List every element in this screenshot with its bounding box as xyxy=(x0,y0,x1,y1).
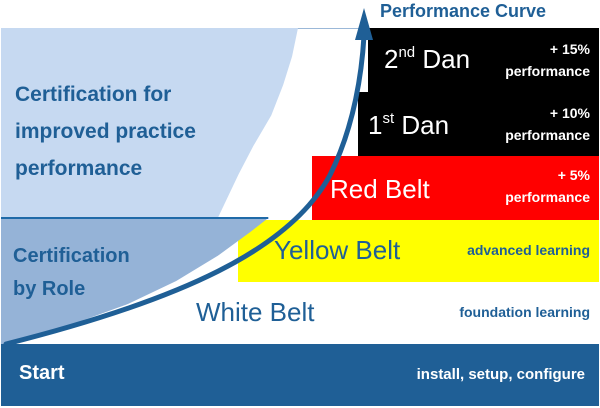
level-label-red-belt: Red Belt xyxy=(330,174,430,204)
start-label: Start xyxy=(19,362,65,384)
level-ordinal-suffix: st xyxy=(382,110,395,127)
region-practice-label: Certification for improved practice perf… xyxy=(15,83,196,180)
gain-unit: performance xyxy=(505,127,590,143)
level-band-2nd-dan: 2nd Dan + 15% performance xyxy=(368,28,599,92)
level-label-2nd-dan: 2nd Dan xyxy=(384,44,470,75)
gain-unit: performance xyxy=(505,189,590,205)
level-ordinal-suffix: nd xyxy=(398,44,416,61)
level-ordinal: 2 xyxy=(384,44,399,74)
gain-unit: performance xyxy=(505,63,590,79)
region-practice-performance: Certification for improved practice perf… xyxy=(1,28,298,218)
arrow-head-icon xyxy=(355,8,373,40)
level-label-yellow-belt: Yellow Belt xyxy=(274,235,401,265)
region-divider xyxy=(1,217,269,219)
level-note-white-belt: foundation learning xyxy=(459,304,590,320)
start-note: install, setup, configure xyxy=(416,366,585,383)
performance-curve-line xyxy=(3,33,367,347)
gain-value: + 5% xyxy=(557,167,590,183)
level-name: Dan xyxy=(422,44,471,74)
level-gain-1st-dan: + 10% performance xyxy=(505,102,590,146)
level-label-1st-dan: 1st Dan xyxy=(368,110,449,141)
level-label-white-belt: White Belt xyxy=(196,297,315,327)
level-band-red-belt: Red Belt + 5% performance xyxy=(312,156,599,220)
diagram-title: Performance Curve xyxy=(380,1,547,21)
level-gain-red-belt: + 5% performance xyxy=(505,164,590,208)
level-gain-2nd-dan: + 15% performance xyxy=(505,38,590,82)
gain-value: + 10% xyxy=(549,105,590,121)
level-note-yellow-belt: advanced learning xyxy=(467,242,590,258)
level-band-yellow-belt: Yellow Belt advanced learning xyxy=(238,220,599,282)
level-band-1st-dan: 1st Dan + 10% performance xyxy=(358,92,599,156)
level-ordinal: 1 xyxy=(368,110,383,140)
level-name: Dan xyxy=(401,110,450,140)
gain-value: + 15% xyxy=(549,41,590,57)
level-band-white-belt: White Belt foundation learning xyxy=(160,282,599,344)
start-bar: Start install, setup, configure xyxy=(1,344,599,406)
region-role-label: Certification by Role xyxy=(13,245,130,300)
